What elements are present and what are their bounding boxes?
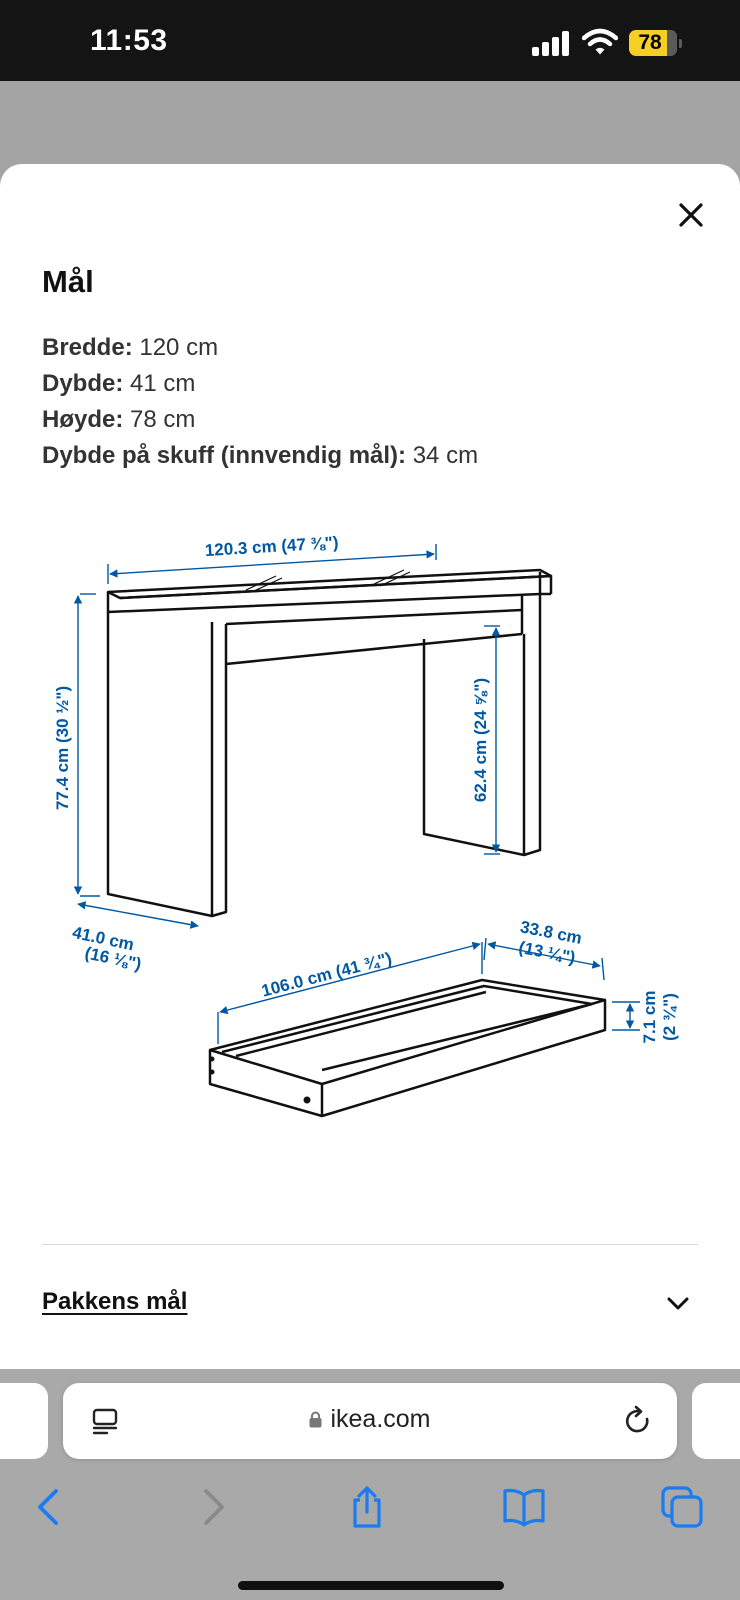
address-bar[interactable]: ikea.com	[63, 1383, 677, 1459]
tabs-icon[interactable]	[660, 1485, 704, 1529]
cellular-signal-icon	[532, 30, 572, 56]
close-icon[interactable]	[676, 200, 706, 230]
reader-mode-icon[interactable]	[91, 1407, 121, 1437]
back-chevron-icon[interactable]	[28, 1485, 72, 1529]
dim-leg-height-label: 62.4 cm (24 ⅝")	[471, 678, 490, 802]
spec-depth: Dybde: 41 cm	[42, 370, 196, 397]
dimension-drawing: 120.3 cm (47 ⅜") 77.4 cm (30 ½") 62.4 cm…	[53, 533, 679, 1118]
status-time: 11:53	[90, 24, 168, 57]
lock-icon	[309, 1411, 322, 1428]
bookmarks-icon[interactable]	[502, 1485, 546, 1529]
dimensions-list: Bredde: 120 cm Dybde: 41 cm Høyde: 78 cm…	[42, 330, 478, 474]
divider	[42, 1244, 698, 1245]
status-bar: 11:53 78	[0, 0, 740, 81]
next-tab-preview[interactable]	[692, 1383, 740, 1459]
battery-level: 78	[638, 31, 662, 54]
forward-chevron-icon[interactable]	[190, 1485, 234, 1529]
dim-depth-label-2: (16 ⅛")	[83, 943, 143, 973]
package-dimensions-label: Pakkens mål	[42, 1288, 188, 1315]
battery-icon: 78	[629, 30, 682, 56]
chevron-down-icon	[667, 1297, 689, 1310]
dim-height-label: 77.4 cm (30 ½")	[53, 686, 72, 810]
home-indicator	[238, 1581, 504, 1590]
dim-width-label: 120.3 cm (47 ⅜")	[204, 533, 339, 560]
url-display[interactable]: ikea.com	[63, 1405, 677, 1434]
dim-drawer-length-label: 106.0 cm (41 ¾")	[259, 949, 393, 1001]
share-icon[interactable]	[345, 1485, 389, 1529]
dim-drawer-height-label-2: (2 ¾")	[660, 993, 679, 1041]
previous-tab-preview[interactable]	[0, 1383, 48, 1459]
browser-chrome: ikea.com	[0, 1369, 740, 1600]
package-dimensions-accordion[interactable]: Pakkens mål	[42, 1284, 698, 1324]
reload-icon[interactable]	[623, 1405, 653, 1437]
url-text: ikea.com	[330, 1405, 431, 1433]
spec-drawer-depth: Dybde på skuff (innvendig mål): 34 cm	[42, 442, 479, 469]
browser-toolbar	[0, 1473, 740, 1543]
spec-width: Bredde: 120 cm	[42, 334, 219, 361]
dimensions-sheet: Mål Bredde: 120 cm Dybde: 41 cm Høyde: 7…	[0, 164, 740, 1369]
dim-drawer-height-label-1: 7.1 cm	[640, 991, 659, 1044]
wifi-icon	[582, 28, 618, 55]
spec-height: Høyde: 78 cm	[42, 406, 196, 433]
sheet-title: Mål	[42, 264, 94, 299]
